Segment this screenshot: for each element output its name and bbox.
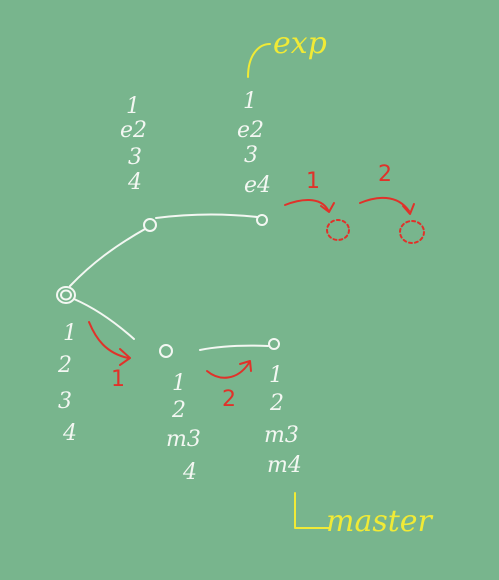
bottom-arrow-2-label: 2 [222,387,236,412]
bottom-mid-stack-item-4: 4 [183,460,197,485]
exp-label: exp [273,26,327,61]
bottom-arrow-2-head [239,360,252,372]
future-node-2 [399,220,425,244]
bottom-left-stack-item-2: 2 [58,353,72,378]
master-bracket [294,492,330,529]
top-left-stack-item-3: 3 [128,145,142,170]
node-root [56,286,76,304]
master-label: master [326,504,432,539]
edge-root-to-bottom-mid [73,298,135,340]
bottom-right-stack-item-1: 1 [269,363,283,388]
bottom-left-stack-item-4: 4 [63,421,77,446]
top-right-stack-item-2: e2 [237,118,265,143]
node-top-left [143,218,157,232]
edge-top-left-to-top-right [155,213,258,219]
top-left-stack-item-1: 1 [126,94,140,119]
bottom-mid-stack-item-2: 2 [172,398,186,423]
top-arrow-1-head [320,202,335,213]
top-arrow-2-head [402,203,415,215]
edge-bottom-mid-to-bottom-right [199,344,269,351]
bottom-right-stack-item-3: m3 [264,423,299,448]
bottom-arrow-1-label: 1 [111,367,125,392]
bottom-right-stack-item-2: 2 [270,391,284,416]
bottom-left-stack-item-3: 3 [58,389,72,414]
future-node-1 [326,219,350,241]
top-arrow-2-label: 2 [378,162,392,187]
top-left-stack-item-4: 4 [128,170,142,195]
bottom-arrow-1-head [119,348,131,366]
top-right-stack-item-3: 3 [244,143,258,168]
bottom-left-stack-item-1: 1 [63,321,77,346]
top-right-stack-item-4: e4 [244,173,272,198]
bottom-mid-stack-item-1: 1 [172,371,186,396]
node-top-right [256,214,268,226]
bottom-arrow-2 [206,362,250,379]
top-right-stack-item-1: 1 [243,89,257,114]
top-arrow-2 [359,196,410,212]
bottom-arrow-1 [88,321,129,359]
bottom-mid-stack-item-3: m3 [166,427,201,452]
bottom-right-stack-item-4: m4 [267,453,302,478]
top-left-stack-item-2: e2 [120,118,148,143]
exp-bracket [247,43,271,78]
top-arrow-1 [284,199,329,211]
top-arrow-1-label: 1 [306,169,320,194]
node-bottom-right [268,338,280,350]
node-bottom-mid [159,344,173,358]
edge-root-to-top-left [69,228,146,287]
